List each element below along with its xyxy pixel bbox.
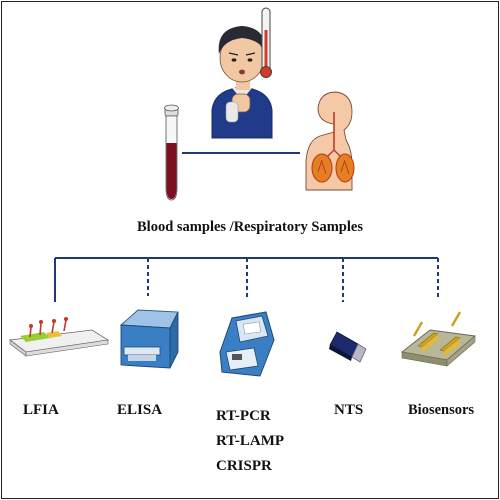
method-tree [54,257,439,302]
sample-source-label: Blood samples /Respiratory Samples [137,219,363,235]
respiratory-system-icon [305,91,355,191]
biosensor-chip-icon [400,311,477,367]
blood-tube-icon [164,104,179,201]
sick-patient-icon [211,7,273,139]
elisa-reader-icon [119,309,179,369]
method-label-crispr: CRISPR [216,458,272,474]
method-label-elisa: ELISA [117,402,163,418]
method-label-rt-pcr: RT-PCR [216,408,271,424]
method-label-rt-lamp: RT-LAMP [216,433,285,449]
thermocycler-icon [219,311,275,377]
lfia-test-strip-icon [8,317,110,357]
method-label-nts: NTS [334,402,364,418]
method-label-biosensors: Biosensors [408,402,475,418]
method-label-molecular: RT-PCR RT-LAMP CRISPR [216,404,284,479]
method-label-lfia: LFIA [23,402,59,418]
usb-sensor-icon [329,331,367,363]
